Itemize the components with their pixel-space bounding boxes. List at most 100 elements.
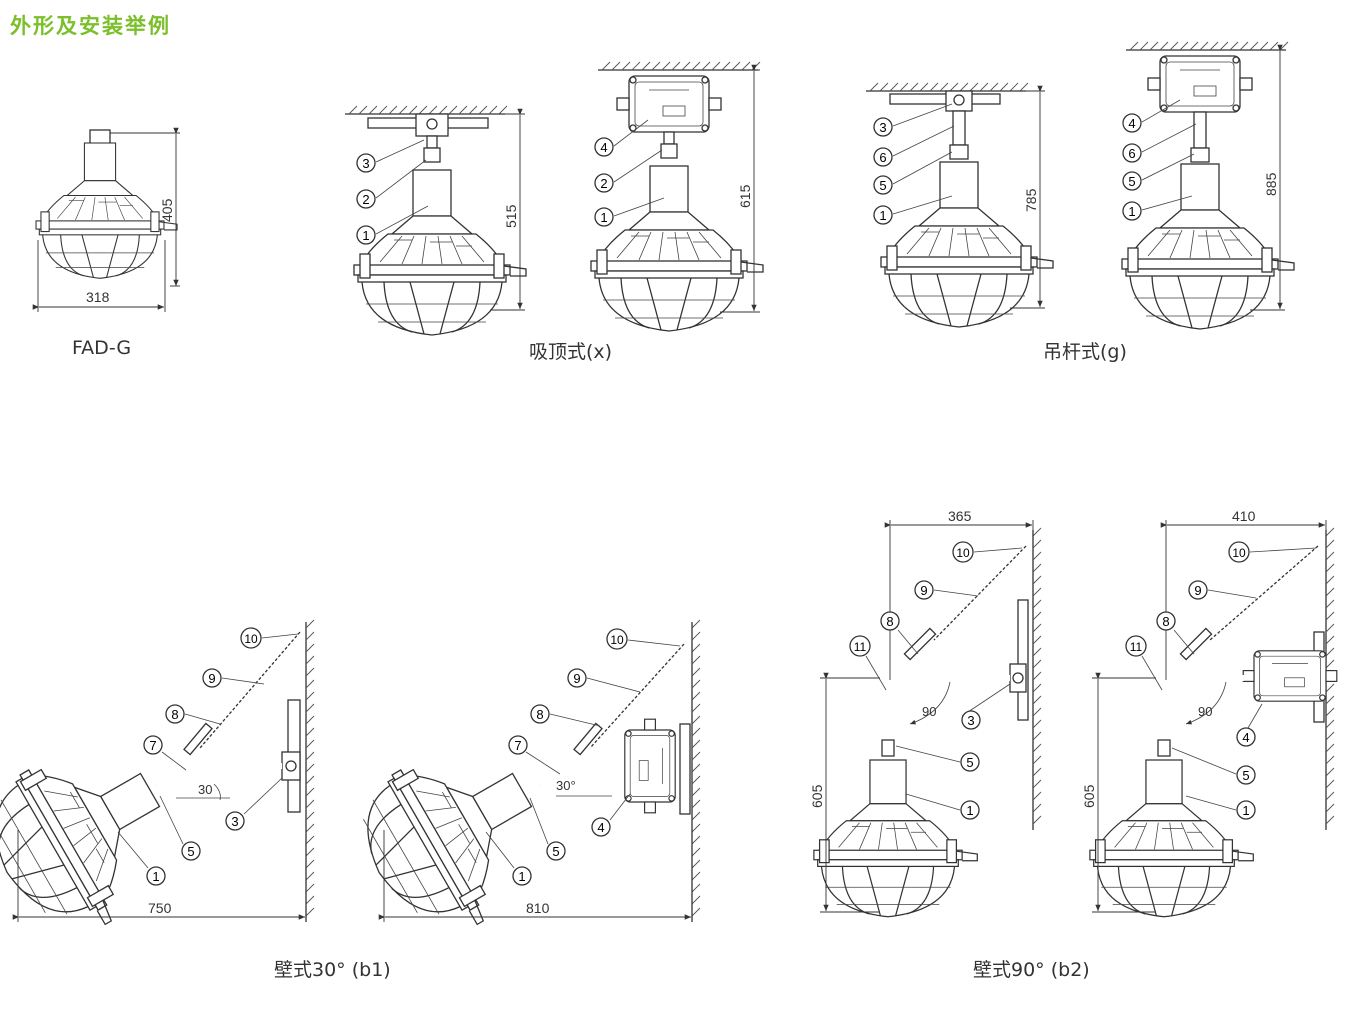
svg-text:8: 8 [536,707,543,722]
callout-bubble: 8 [530,704,601,727]
svg-text:5: 5 [552,844,559,859]
callout-bubble: 6 [1122,123,1197,163]
callout-bubble: 5 [1122,153,1195,191]
callout-bubble: 3 [356,139,425,173]
svg-text:1: 1 [518,869,525,884]
b1a-width-label: 750 [148,900,172,916]
svg-text:5: 5 [966,755,973,770]
svg-text:1: 1 [1242,803,1249,818]
svg-text:5: 5 [879,178,886,193]
svg-text:2: 2 [600,176,607,191]
callout-bubble: 2 [356,159,427,209]
callout-bubble: 1 [356,205,429,245]
callout-bubble: 3 [873,103,953,137]
svg-text:9: 9 [573,671,580,686]
svg-text:11: 11 [854,640,867,654]
callout-bubble: 8 [1156,611,1195,655]
wall-30-mount-1: 30 750 [0,619,315,955]
svg-text:11: 11 [1130,640,1143,654]
svg-text:7: 7 [514,738,521,753]
caption-pendant-mount: 吊杆式(g) [1043,341,1127,363]
svg-text:3: 3 [362,156,369,171]
svg-text:5: 5 [1242,768,1249,783]
callout-bubble: 5 [895,745,980,772]
callout-bubble: 1 [1185,795,1256,820]
callout-bubble: 9 [1188,580,1257,600]
b2a-width-label: 365 [948,508,972,524]
svg-text:1: 1 [1128,204,1135,219]
wall-30-mount-2: 30° 810 [339,619,701,955]
g2-height-label: 885 [1263,172,1279,196]
svg-text:9: 9 [1194,583,1201,598]
svg-text:3: 3 [231,814,238,829]
callout-bubble: 8 [165,704,221,725]
svg-text:30: 30 [198,782,212,797]
callout-bubble: 4 [1122,99,1181,133]
svg-text:6: 6 [1128,146,1135,161]
callout-bubble: 7 [508,735,561,775]
callout-bubble: 1 [873,195,953,225]
b1b-width-label: 810 [526,900,550,916]
callout-bubble: 7 [143,735,187,771]
wall-90-mount-2: 90 4 10 605 [1081,508,1338,918]
caption-wall-90: 壁式90° (b2) [973,959,1090,981]
callout-bubble: 6 [873,125,955,167]
wall-90-mount-1: 90 365 605 [809,508,1042,918]
svg-text:7: 7 [149,738,156,753]
callout-bubble: 9 [914,580,979,600]
section-heading: 外形及安装举例 [10,14,171,38]
callout-bubble: 2 [594,149,663,193]
callout-bubble: 5 [529,797,566,861]
callout-bubble: 8 [880,611,919,655]
ceiling-mount-2: 615 [590,61,764,332]
callout-bubble: 11 [1125,635,1163,691]
callout-bubble: 10 [240,627,299,649]
svg-text:8: 8 [1162,614,1169,629]
svg-text:10: 10 [1232,546,1246,560]
svg-text:9: 9 [920,583,927,598]
x1-height-label: 515 [503,204,519,228]
x2-height-label: 615 [737,184,753,208]
caption-fad-g: FAD-G [72,337,132,359]
callout-bubble: 3 [961,683,1011,730]
callout-bubble: 9 [567,668,641,693]
callout-bubble: 5 [159,795,201,861]
svg-text:90: 90 [922,704,936,719]
svg-text:5: 5 [1128,174,1135,189]
svg-text:5: 5 [187,844,194,859]
svg-text:30°: 30° [556,778,576,793]
svg-text:2: 2 [362,192,369,207]
callout-group: 3 2 1 4 2 1 3 6 5 1 4 6 5 1 10 9 8 7 5 3… [117,99,1317,886]
svg-text:10: 10 [610,633,624,647]
svg-text:8: 8 [171,707,178,722]
pendant-mount-1: 785 [865,82,1054,328]
svg-text:10: 10 [956,546,970,560]
svg-text:4: 4 [597,820,604,835]
fad-height-label: 405 [159,198,175,222]
callout-bubble: 10 [1228,541,1317,563]
callout-bubble: 5 [873,151,953,195]
svg-text:1: 1 [152,869,159,884]
b2b-height-label: 605 [1081,784,1097,808]
callout-bubble: 1 [594,197,665,227]
pendant-mount-2: 885 [1121,41,1295,330]
svg-text:1: 1 [600,210,607,225]
svg-text:4: 4 [600,140,607,155]
svg-text:4: 4 [1242,730,1249,745]
g1-height-label: 785 [1023,188,1039,212]
svg-text:90: 90 [1198,704,1212,719]
callout-bubble: 10 [952,541,1023,563]
callout-bubble: 1 [117,831,166,886]
ceiling-mount-1: 515 [344,105,527,336]
svg-text:10: 10 [244,632,258,646]
callout-bubble: 9 [202,668,265,688]
svg-text:1: 1 [362,228,369,243]
callout-bubble: 3 [225,777,283,831]
callout-bubble: 11 [849,635,887,691]
svg-text:1: 1 [966,803,973,818]
callout-bubble: 10 [606,628,681,650]
callout-bubble: 4 [1236,703,1263,747]
svg-text:1: 1 [879,208,886,223]
fad-width-label: 318 [86,289,110,305]
